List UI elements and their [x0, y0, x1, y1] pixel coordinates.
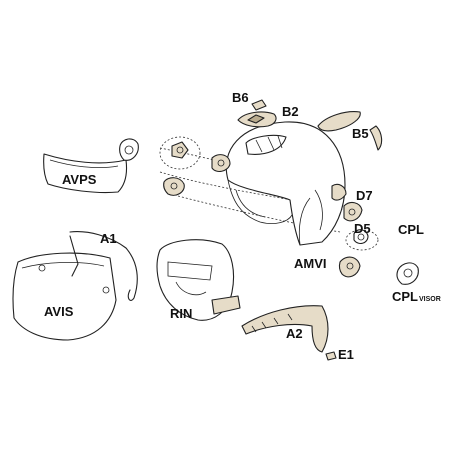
label-cpl-visor-sub: VISOR	[419, 296, 441, 303]
label-d7: D7	[356, 188, 373, 203]
label-cpl: CPL	[398, 222, 424, 237]
part-avps-sun-visor	[43, 153, 128, 194]
part-cpl-cover	[353, 229, 369, 245]
label-cpl-visor-main: CPL	[392, 289, 418, 304]
part-d7-d5-pieces	[331, 183, 363, 222]
part-b6-vent	[251, 99, 267, 111]
label-b5: B5	[352, 126, 369, 141]
label-b6: B6	[232, 90, 249, 105]
label-b2: B2	[282, 104, 299, 119]
part-b5-spoiler	[317, 111, 383, 151]
label-avps: AVPS	[62, 172, 97, 187]
part-a2-trim	[241, 305, 329, 353]
pivot-mechanisms-left	[119, 138, 231, 196]
part-amvi-mechanism	[338, 256, 361, 278]
part-cpl-visor	[396, 262, 419, 285]
part-rin-liner	[156, 239, 241, 321]
part-b2-vent	[237, 111, 277, 128]
label-a2: A2	[286, 326, 303, 341]
label-amvi: AMVI	[294, 256, 327, 271]
label-a1: A1	[100, 231, 117, 246]
label-cpl-visor: CPLVISOR	[392, 289, 441, 304]
label-d5: D5	[354, 221, 371, 236]
label-avis: AVIS	[44, 304, 74, 319]
part-e1-piece	[325, 351, 337, 361]
helmet-shell	[225, 121, 346, 246]
label-e1: E1	[338, 347, 354, 362]
label-rin: RIN	[170, 306, 192, 321]
part-avis-visor	[12, 252, 117, 341]
part-a1-seal	[69, 231, 138, 301]
